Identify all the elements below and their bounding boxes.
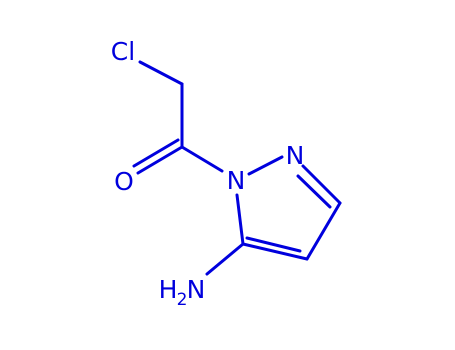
bond-carbonyl-n1 — [180, 145, 224, 173]
amino-subscript-label: 2 — [177, 290, 188, 310]
bond-n2-c3-inner — [296, 174, 332, 209]
bond-c4-c5-outer — [241, 242, 309, 261]
bond-c4-c5-inner — [245, 236, 302, 253]
bond-carbonyl-o-outer — [136, 145, 184, 175]
chlorine-atom-label: Cl — [111, 37, 135, 66]
bond-c3-c4 — [305, 201, 342, 261]
bond-group — [132, 60, 342, 276]
bond-c5-nh2 — [205, 242, 245, 276]
ring-nitrogen-2-label: N — [286, 141, 305, 170]
bond-carbonyl-o-inner — [132, 138, 180, 168]
oxygen-atom-label: O — [114, 167, 134, 196]
bond-c5-n1 — [235, 193, 245, 246]
bond-n1-n2 — [247, 155, 284, 176]
amino-nitrogen-label: N — [187, 275, 206, 304]
ring-nitrogen-1-label: N — [227, 166, 246, 195]
bond-n2-c3-outer — [301, 164, 342, 205]
bond-cl-ch2 — [138, 60, 184, 86]
amino-hydrogen-label: H — [159, 275, 178, 304]
atom-label-group: Cl O N N H 2 N — [111, 37, 305, 310]
